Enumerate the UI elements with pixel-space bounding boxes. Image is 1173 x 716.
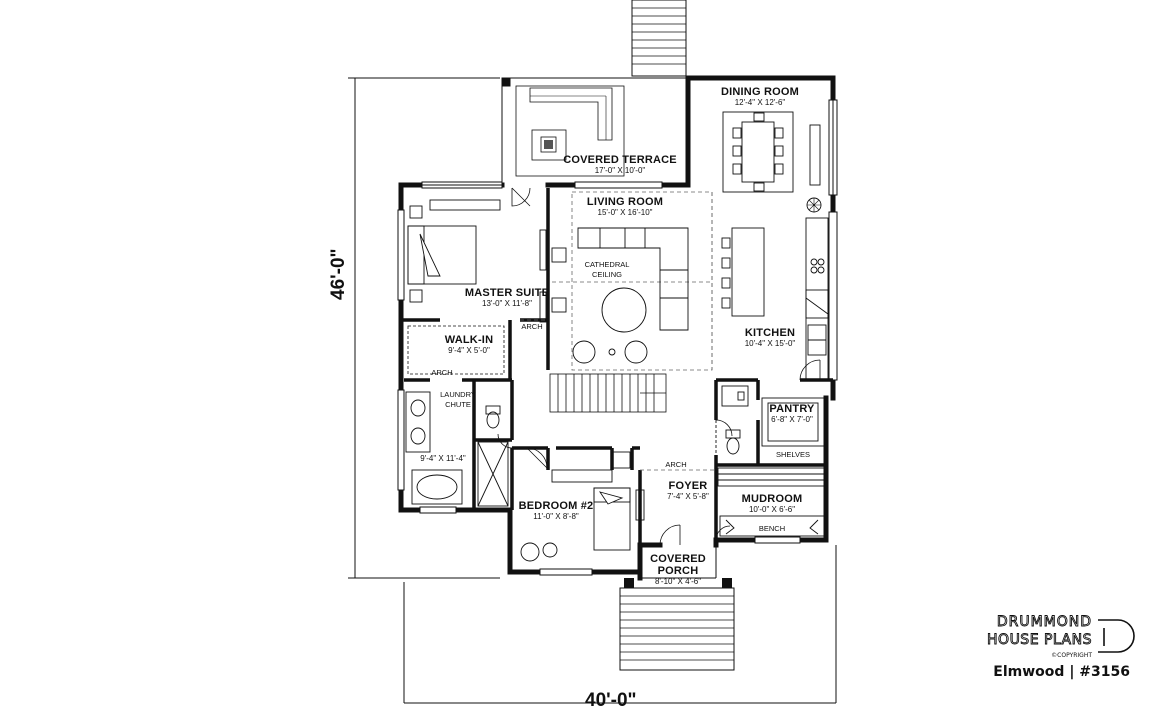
master-bed — [407, 199, 501, 303]
mudroom-bench — [717, 467, 825, 537]
main-stairs — [549, 373, 667, 413]
kitchen-label: KITCHEN 10'-4" X 15'-0" — [730, 327, 810, 348]
foyer-fixtures — [715, 420, 741, 455]
living-furniture — [539, 227, 689, 364]
room-name-line1: COVERED — [650, 553, 706, 565]
room-size: 8'-10" X 4'-6" — [654, 577, 702, 586]
dining-table — [722, 111, 821, 193]
terrace-outline — [501, 77, 688, 185]
arch-note-master: ARCH — [521, 322, 543, 331]
covered-porch-label: COVERED PORCH 8'-10" X 4'-6" — [644, 553, 712, 586]
room-name: FOYER — [668, 480, 708, 492]
room-size: 7'-4" X 5'-8" — [667, 492, 709, 501]
mudroom-label: MUDROOM 10'-0" X 6'-6" — [732, 493, 812, 514]
interior-walls — [401, 188, 833, 545]
brand-line2: HOUSE PLANS — [987, 632, 1092, 649]
room-name-line2: PORCH — [657, 565, 699, 577]
note-line1: CATHEDRAL — [584, 260, 630, 269]
kitchen-fixtures — [721, 197, 829, 381]
doors — [497, 187, 821, 546]
note-line2: CHUTE — [445, 400, 471, 409]
room-name: WALK-IN — [444, 334, 494, 346]
room-size: 11'-0" X 8'-8" — [533, 512, 579, 521]
height-dimension-label: 46'-0" — [328, 248, 349, 300]
pantry-shelves — [721, 385, 825, 447]
dimension-lines — [348, 77, 837, 704]
foyer-label: FOYER 7'-4" X 5'-8" — [656, 480, 720, 501]
cathedral-ceiling-note: CATHEDRAL CEILING — [572, 260, 642, 280]
room-size: 6'-8" X 7'-0" — [771, 415, 813, 424]
room-size: 9'-4" X 5'-0" — [448, 346, 490, 355]
laundry-chute-note: LAUNDRY CHUTE — [436, 390, 480, 410]
rear-stairs — [631, 0, 687, 77]
bathroom-fixtures — [405, 391, 509, 507]
bedroom2-furniture — [520, 451, 645, 562]
room-name: BEDROOM #2 — [518, 500, 594, 512]
walk-in-shelves — [407, 325, 505, 375]
front-stairs — [619, 587, 735, 671]
room-size: 13'-0" X 11'-8" — [482, 299, 532, 308]
note-line2: CEILING — [591, 270, 622, 279]
porch-columns — [624, 578, 732, 588]
living-room-label: LIVING ROOM 15'-0" X 16'-10" — [575, 196, 675, 217]
room-name: MASTER SUITE — [464, 287, 550, 299]
windows — [397, 99, 838, 576]
bedroom2-label: BEDROOM #2 11'-0" X 8'-8" — [518, 500, 594, 521]
width-dimension-label: 40'-0" — [585, 690, 637, 711]
room-name: COVERED TERRACE — [563, 154, 677, 166]
room-size: 12'-4" X 12'-6" — [734, 98, 786, 107]
plan-name-label: Elmwood | #3156 — [993, 664, 1130, 680]
room-size: 10'-4" X 15'-0" — [744, 339, 796, 348]
brand-copyright: ©COPYRIGHT — [1051, 652, 1092, 659]
arch-note-walkin: ARCH — [431, 368, 453, 377]
dining-room-label: DINING ROOM 12'-4" X 12'-6" — [700, 86, 820, 107]
walk-in-label: WALK-IN 9'-4" X 5'-0" — [434, 334, 504, 355]
pantry-label: PANTRY 6'-8" X 7'-0" — [760, 403, 824, 424]
arch-note-foyer: ARCH — [665, 460, 687, 469]
room-name: PANTRY — [769, 403, 815, 415]
room-name: MUDROOM — [741, 493, 803, 505]
bench-note: BENCH — [758, 524, 786, 533]
room-name: DINING ROOM — [721, 86, 799, 98]
room-size: 17'-0" X 10'-0" — [594, 166, 646, 175]
room-name: KITCHEN — [744, 327, 796, 339]
covered-terrace-label: COVERED TERRACE 17'-0" X 10'-0" — [560, 154, 680, 175]
bathroom-size-label: 9'-4" X 11'-4" — [420, 454, 466, 463]
master-suite-label: MASTER SUITE 13'-0" X 11'-8" — [464, 287, 550, 308]
room-size: 10'-0" X 6'-6" — [748, 505, 796, 514]
brand-line1: DRUMMOND — [996, 614, 1092, 631]
room-size: 15'-0" X 16'-10" — [597, 208, 653, 217]
note-line1: LAUNDRY — [440, 390, 476, 399]
room-name: LIVING ROOM — [586, 196, 664, 208]
shelves-note: SHELVES — [775, 450, 811, 459]
brand-logo-mark — [1098, 619, 1135, 653]
ceiling-lines — [520, 191, 716, 471]
